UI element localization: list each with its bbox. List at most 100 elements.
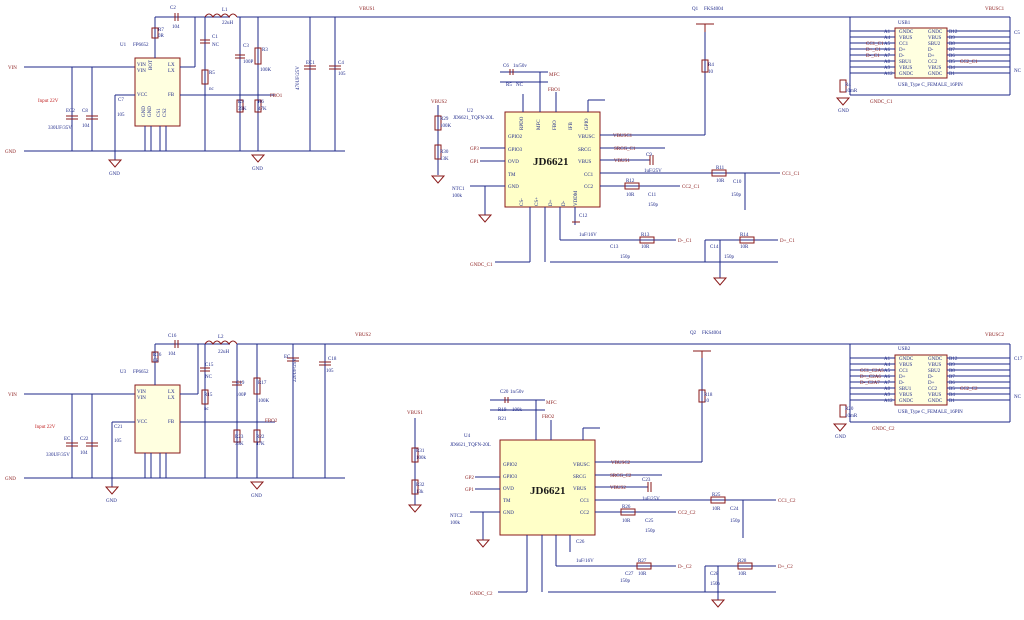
r5-ref: R5 — [209, 71, 215, 76]
gnd-u1: GND — [109, 172, 120, 177]
usb2-pin-right-6: B4 — [949, 393, 955, 398]
usb1-name-left-3: D+ — [899, 48, 906, 53]
usb1-pin-right-4: B6 — [949, 54, 955, 59]
u2-pin-csp: CS+ — [535, 197, 540, 206]
r15-val: nc — [204, 407, 210, 412]
c27-ref: C27 — [625, 572, 634, 577]
c14-val: 150p — [724, 255, 735, 260]
ntc1-val: 100k — [452, 194, 463, 199]
ec1-val: 470UF/25V — [296, 66, 301, 90]
c25-ref: C25 — [645, 519, 654, 524]
u4-pin-vbus: VBUS — [573, 487, 587, 492]
r30-ref: R30 — [440, 150, 449, 155]
u2-pin-vbus: VBUS — [578, 160, 592, 165]
usb2-pin-right-3: B7 — [949, 375, 955, 380]
c24-val: 150p — [730, 519, 741, 524]
gp3-label: GP3 — [470, 147, 479, 152]
c6-val: 1n/50v — [513, 64, 527, 69]
top-buck-section: VIN GND Input 22V EC2 330UF/35V C8 104 U… — [5, 6, 690, 177]
r25-val: 10R — [712, 507, 721, 512]
fbo2-label: FBO2 — [265, 419, 278, 424]
usb1-connector — [894, 27, 948, 79]
usb2-name-left-0: GNDC — [899, 357, 914, 362]
dm-c1-net: D-_C1 — [678, 239, 692, 244]
r19-val: 100k — [512, 408, 523, 413]
c28-ref: C28 — [710, 572, 719, 577]
usb2-pin-right-0: B12 — [949, 357, 958, 362]
usb2-ref: USB2 — [898, 347, 911, 352]
usb2-name-left-6: VBUS — [899, 393, 913, 398]
usb1-name-right-7: GNDC — [928, 72, 943, 77]
r5b-ref: R5 — [506, 83, 512, 88]
c3-ref: C3 — [243, 44, 249, 49]
u4-pin-gnd: GND — [503, 511, 514, 516]
r4b-val: 10mR — [845, 89, 858, 94]
usb2-pin-left-4: A7 — [884, 381, 891, 386]
c16-val: 104 — [168, 352, 176, 357]
u2-pin-vbusc: VBUSC — [578, 135, 595, 140]
u2-pin-fbo: FBO — [553, 120, 558, 130]
usb1-name-right-3: D- — [928, 48, 934, 53]
ec2-ref: EC2 — [66, 109, 75, 114]
usb1-net-left-1: D+_C1 — [866, 48, 881, 53]
c1-val: NC — [212, 43, 220, 48]
c28-val: 150p — [710, 582, 721, 587]
usb1-pin-right-1: B9 — [949, 36, 955, 41]
input-note-bot: Input 22V — [35, 425, 56, 430]
usb2-net-left-1: D+_C2A6 — [860, 375, 881, 380]
usb1-name-left-6: VBUS — [899, 66, 913, 71]
q2-ref: Q2 — [690, 331, 697, 336]
c26-ref: C26 — [576, 540, 585, 545]
u4-chip — [499, 439, 596, 536]
usb1-pin-left-2: A5 — [884, 42, 891, 47]
vbusc2-net: VBUSC2 — [611, 461, 631, 466]
c9-val: 1uF/25V — [644, 169, 662, 174]
usb1-pin-right-3: B7 — [949, 48, 955, 53]
u1-pin-lx1: LX — [168, 63, 175, 68]
r23-ref: R23 — [235, 435, 244, 440]
c12-val: 1uF/16V — [579, 233, 597, 238]
l2-val: 22uH — [218, 350, 230, 355]
u2-pin-cc2: CC2 — [584, 185, 594, 190]
usb1-section: VBUSC1 C5 NC USB1 USB_Type C_FEMALE_16PI… — [835, 7, 1022, 114]
usb2-name-right-5: CC2 — [928, 387, 938, 392]
l1-val: 22uH — [222, 21, 234, 26]
srcg-c1-net: SRCG_C1 — [614, 147, 636, 152]
usb1-name-left-5: SBU1 — [899, 60, 912, 65]
cc1-c2-net: CC1_C2 — [778, 499, 796, 504]
c5-val: NC — [1014, 69, 1022, 74]
r14-ref: R14 — [740, 233, 749, 238]
u1-ref: U1 — [120, 43, 127, 48]
r7-val: 0R — [158, 34, 165, 39]
usb1-pin-right-6: B4 — [949, 66, 955, 71]
usb2-name-right-7: GNDC — [928, 399, 943, 404]
dp-c1-net: D+_C1 — [780, 239, 795, 244]
r13-ref: R13 — [641, 233, 650, 238]
c25-val: 150p — [645, 529, 656, 534]
c22-val: 104 — [80, 451, 88, 456]
c18-ref: C18 — [328, 357, 337, 362]
usb1-name-right-0: GNDC — [928, 30, 943, 35]
c20-val: 1n/50v — [510, 390, 524, 395]
dp-c2-net: D+_C2 — [778, 565, 793, 570]
usb1-name-left-4: D- — [899, 54, 905, 59]
c21-val: 105 — [114, 439, 122, 444]
u1-pin-vin2: VIN — [137, 69, 146, 74]
u1-pin-cs2: CS2 — [163, 108, 168, 117]
c17-val: NC — [1014, 395, 1022, 400]
c9-ref: C9 — [646, 153, 652, 158]
usb2-name-right-1: VBUS — [928, 363, 942, 368]
r22-val: 47K — [256, 442, 265, 447]
usb2-pin-right-7: B1 — [949, 399, 955, 404]
u3-pin-lx1: LX — [168, 390, 175, 395]
usb2-name-left-2: CC1 — [899, 369, 909, 374]
gp1-label: GP1 — [470, 160, 479, 165]
gnd-usb2: GND — [835, 435, 846, 440]
gndc-c1b-label: GNDC_C1 — [870, 100, 893, 105]
u4-ref: U4 — [464, 434, 471, 439]
usb1-pin-right-7: B1 — [949, 72, 955, 77]
u3-pin-vin1: VIN — [137, 390, 146, 395]
usb2-pin-left-5: A8 — [884, 387, 891, 392]
ntc2-ref: NTC2 — [450, 514, 463, 519]
usb2-pin-left-7: A12 — [884, 399, 893, 404]
